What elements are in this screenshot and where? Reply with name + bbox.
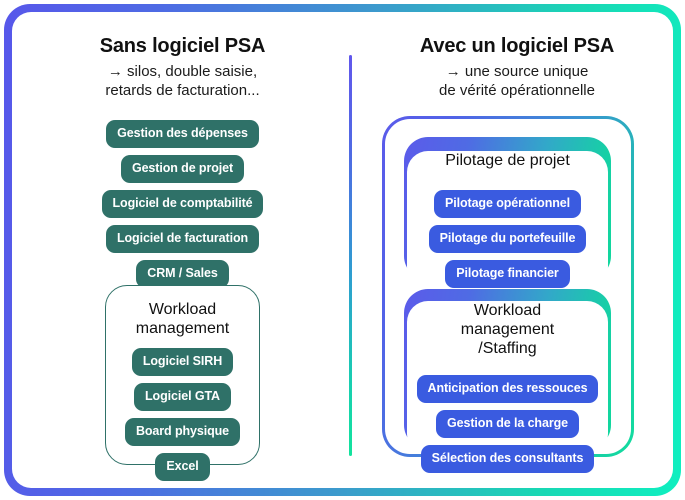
column-divider [349,55,352,456]
left-subtitle: → silos, double saisie, retards de factu… [105,63,260,99]
pill-pilotage-operationnel[interactable]: Pilotage opérationnel [434,190,581,218]
right-subtitle: → une source unique de vérité opérationn… [439,63,595,99]
card-workload-management: Workload management Logiciel SIRH Logici… [105,285,260,481]
card-pilotage-de-projet-pills: Pilotage opérationnel Pilotage du portef… [407,190,608,288]
pill-logiciel-de-facturation[interactable]: Logiciel de facturation [105,225,260,253]
pill-logiciel-sirh[interactable]: Logiciel SIRH [131,348,234,376]
card-workload-management-title: Workload management [135,301,230,337]
left-title: Sans logiciel PSA [99,35,266,57]
pill-pilotage-du-portefeuille[interactable]: Pilotage du portefeuille [428,225,587,253]
pill-anticipation-des-ressources[interactable]: Anticipation des ressouces [416,375,599,403]
card-workload-management-pills: Logiciel SIRH Logiciel GTA Board physiqu… [106,348,259,481]
card-workload-staffing-body: Workload management /Staffing Anticipati… [407,301,608,473]
left-pill-stack: Gestion des dépenses Gestion de projet L… [20,120,345,288]
pill-gestion-des-depenses[interactable]: Gestion des dépenses [106,120,259,148]
right-column: Avec un logiciel PSA → une source unique… [353,12,681,488]
right-outer-card-body: Pilotage de projet Pilotage opérationnel… [385,119,631,473]
pill-logiciel-de-comptabilite[interactable]: Logiciel de comptabilité [101,190,264,218]
right-outer-gradient-card: Pilotage de projet Pilotage opérationnel… [382,116,634,473]
card-pilotage-de-projet-title: Pilotage de projet [445,152,570,169]
card-workload-staffing: Workload management /Staffing Anticipati… [404,289,611,473]
pill-crm-sales[interactable]: CRM / Sales [136,260,229,288]
outer-gradient-card: Sans logiciel PSA → silos, double saisie… [4,4,681,496]
pill-gestion-de-projet[interactable]: Gestion de projet [120,155,245,183]
pill-gestion-de-la-charge[interactable]: Gestion de la charge [436,410,579,438]
card-workload-staffing-pills: Anticipation des ressouces Gestion de la… [407,375,608,473]
outer-card-body: Sans logiciel PSA → silos, double saisie… [12,12,673,488]
card-workload-staffing-title: Workload management /Staffing [460,302,555,357]
pill-board-physique[interactable]: Board physique [124,418,241,446]
pill-excel[interactable]: Excel [155,453,210,481]
left-column: Sans logiciel PSA → silos, double saisie… [20,12,345,488]
left-heading: Sans logiciel PSA → silos, double saisie… [20,33,345,100]
right-heading: Avec un logiciel PSA → une source unique… [353,33,681,100]
right-title: Avec un logiciel PSA [419,35,615,57]
pill-selection-des-consultants[interactable]: Sélection des consultants [420,445,595,473]
pill-logiciel-gta[interactable]: Logiciel GTA [134,383,231,411]
card-pilotage-de-projet-body: Pilotage de projet Pilotage opérationnel… [407,151,608,288]
pill-pilotage-financier[interactable]: Pilotage financier [445,260,570,288]
card-pilotage-de-projet: Pilotage de projet Pilotage opérationnel… [404,137,611,288]
